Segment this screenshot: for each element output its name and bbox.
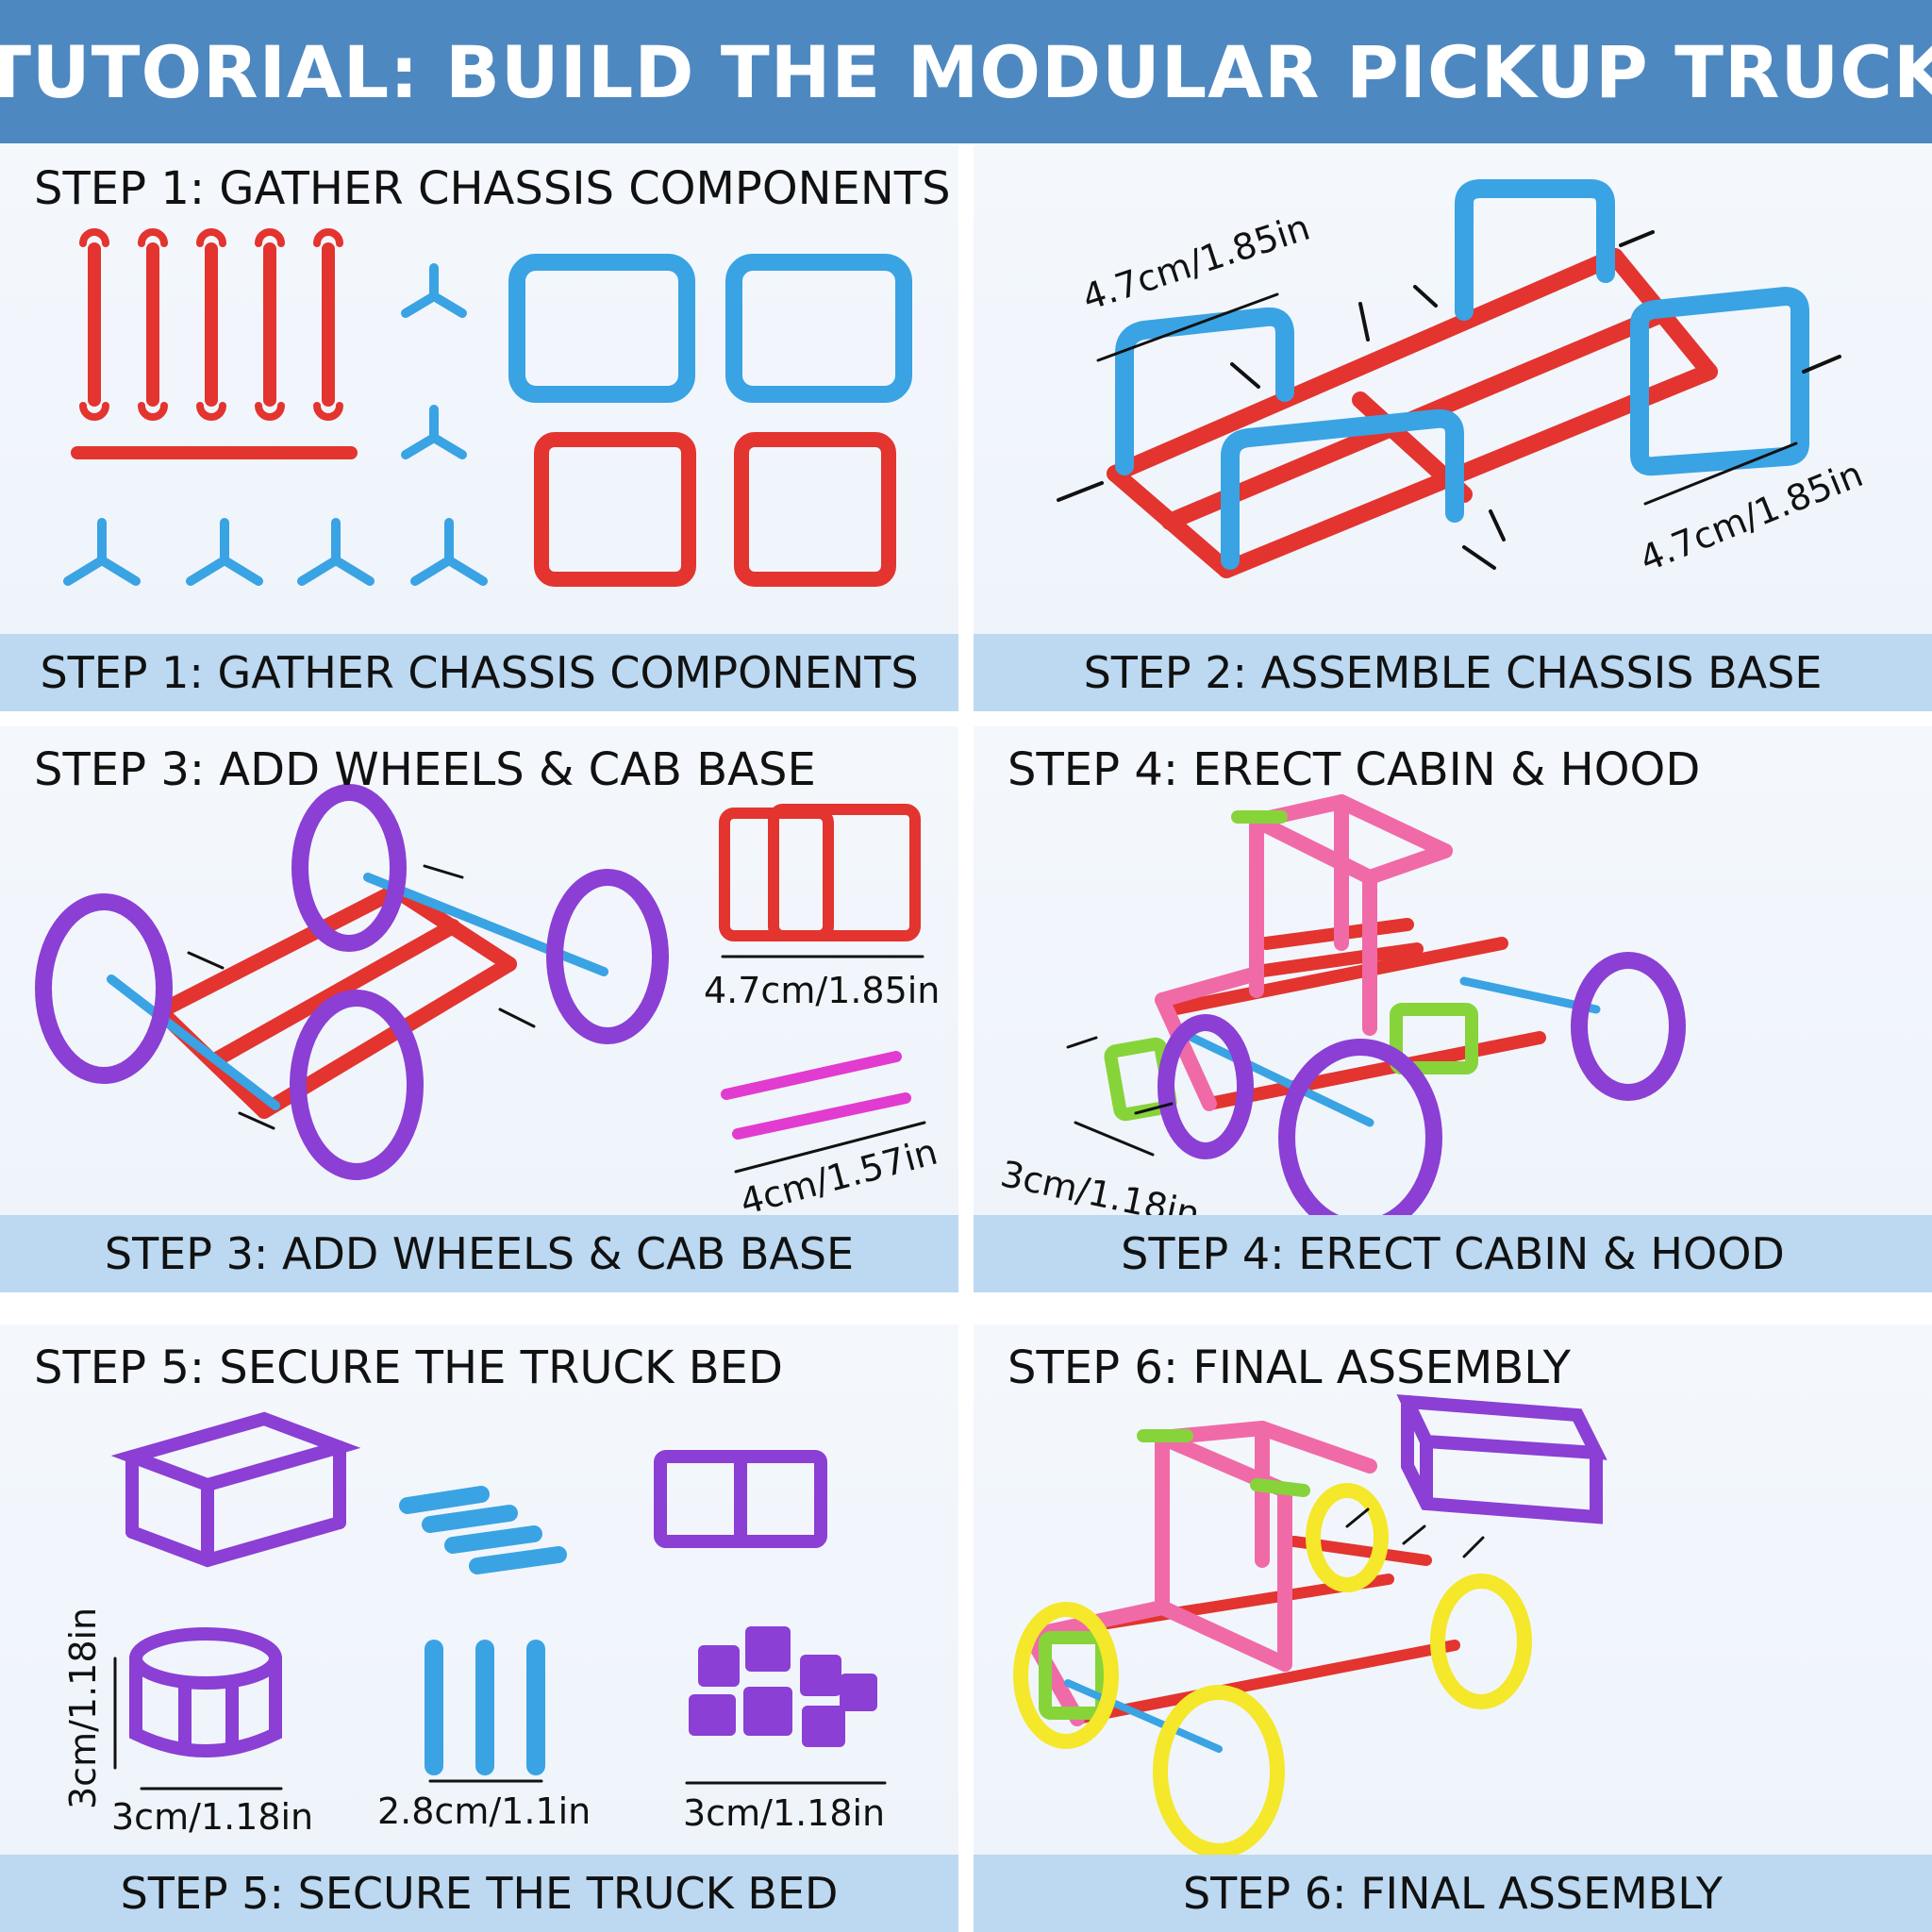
dimension-label: 3cm/1.18in <box>683 1792 886 1834</box>
panel-title: STEP 4: ERECT CABIN & HOOD <box>1008 743 1701 796</box>
panel-title: STEP 6: FINAL ASSEMBLY <box>1008 1341 1571 1394</box>
dimension-label: 3cm/1.18in <box>62 1607 104 1809</box>
panel-title: STEP 3: ADD WHEELS & CAB BASE <box>34 743 816 796</box>
dimension-label: 4.7cm/1.85in <box>704 970 941 1011</box>
panel-caption: STEP 6: FINAL ASSEMBLY <box>974 1855 1932 1932</box>
truck-bed-illustration <box>110 1411 887 1790</box>
panel-step-1: STEP 1: GATHER CHASSIS COMPONENTS STEP 1… <box>0 145 958 711</box>
panel-step-3: 4.7cm/1.85in 4cm/1.57in STEP 3: ADD WHEE… <box>0 726 958 1292</box>
panel-step-5: 3cm/1.18in 3cm/1.18in 2.8cm/1.1in 3cm/1.… <box>0 1324 958 1932</box>
panel-title: STEP 5: SECURE THE TRUCK BED <box>34 1341 783 1394</box>
final-assembly-illustration <box>1013 1394 1607 1858</box>
wheels-cab-base-illustration <box>35 784 926 1180</box>
panel-caption: STEP 5: SECURE THE TRUCK BED <box>0 1855 958 1932</box>
panel-caption: STEP 2: ASSEMBLE CHASSIS BASE <box>974 634 1932 711</box>
panel-step-4: 3cm/1.18in STEP 4: ERECT CABIN & HOOD ST… <box>974 726 1932 1292</box>
panel-step-2: 4.7cm/1.85in 4.7cm/1.85in STEP 2: ASSEMB… <box>974 145 1932 711</box>
cabin-hood-illustration <box>1066 794 1686 1237</box>
panel-title: STEP 1: GATHER CHASSIS COMPONENTS <box>34 162 951 215</box>
chassis-components-illustration <box>63 228 912 587</box>
dimension-label: 2.8cm/1.1in <box>377 1790 591 1832</box>
panel-caption: STEP 4: ERECT CABIN & HOOD <box>974 1215 1932 1292</box>
panel-caption: STEP 3: ADD WHEELS & CAB BASE <box>0 1215 958 1292</box>
chassis-base-illustration <box>1057 179 1841 578</box>
panel-step-6: STEP 6: FINAL ASSEMBLY STEP 6: FINAL ASS… <box>974 1324 1932 1932</box>
panel-caption: STEP 1: GATHER CHASSIS COMPONENTS <box>0 634 958 711</box>
dimension-label: 3cm/1.18in <box>111 1796 314 1838</box>
tutorial-banner: TUTORIAL: BUILD THE MODULAR PICKUP TRUCK <box>0 0 1932 143</box>
banner-title: TUTORIAL: BUILD THE MODULAR PICKUP TRUCK <box>0 29 1932 114</box>
